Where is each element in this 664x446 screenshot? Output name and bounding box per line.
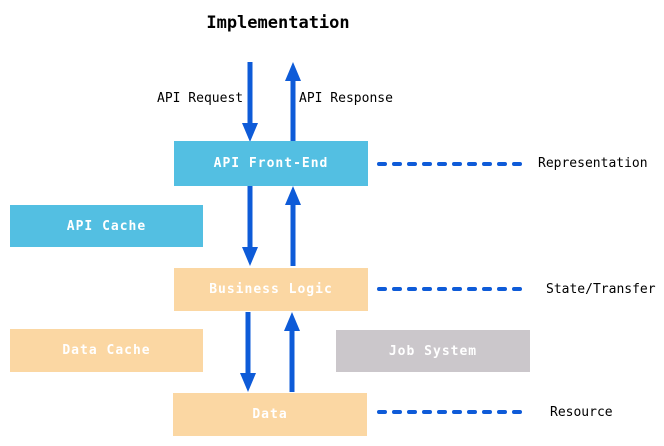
data-to-logic-up-arrow: [284, 312, 300, 392]
state-transfer-label: State/Transfer: [546, 282, 656, 297]
api-cache-box: API Cache: [10, 205, 203, 247]
data-cache-box: Data Cache: [10, 329, 203, 372]
resource-dash-line: [377, 410, 525, 414]
job-system-box: Job System: [336, 330, 530, 372]
representation-label: Representation: [538, 156, 648, 171]
api-request-down-arrow: [242, 62, 258, 142]
representation-dash-line: [377, 162, 525, 166]
api-request-label: API Request: [157, 91, 244, 106]
logic-to-data-down-arrow: [240, 312, 256, 392]
api-response-label: API Response: [299, 91, 393, 106]
data-box: Data: [173, 393, 367, 436]
api-front-end-box: API Front-End: [174, 141, 368, 186]
frontend-to-logic-down-arrow: [242, 186, 258, 266]
logic-to-frontend-up-arrow: [285, 186, 301, 266]
resource-label: Resource: [550, 405, 613, 420]
diagram-title: Implementation: [206, 13, 350, 33]
state-transfer-dash-line: [377, 287, 525, 291]
business-logic-box: Business Logic: [174, 268, 368, 311]
api-response-up-arrow: [285, 62, 301, 142]
